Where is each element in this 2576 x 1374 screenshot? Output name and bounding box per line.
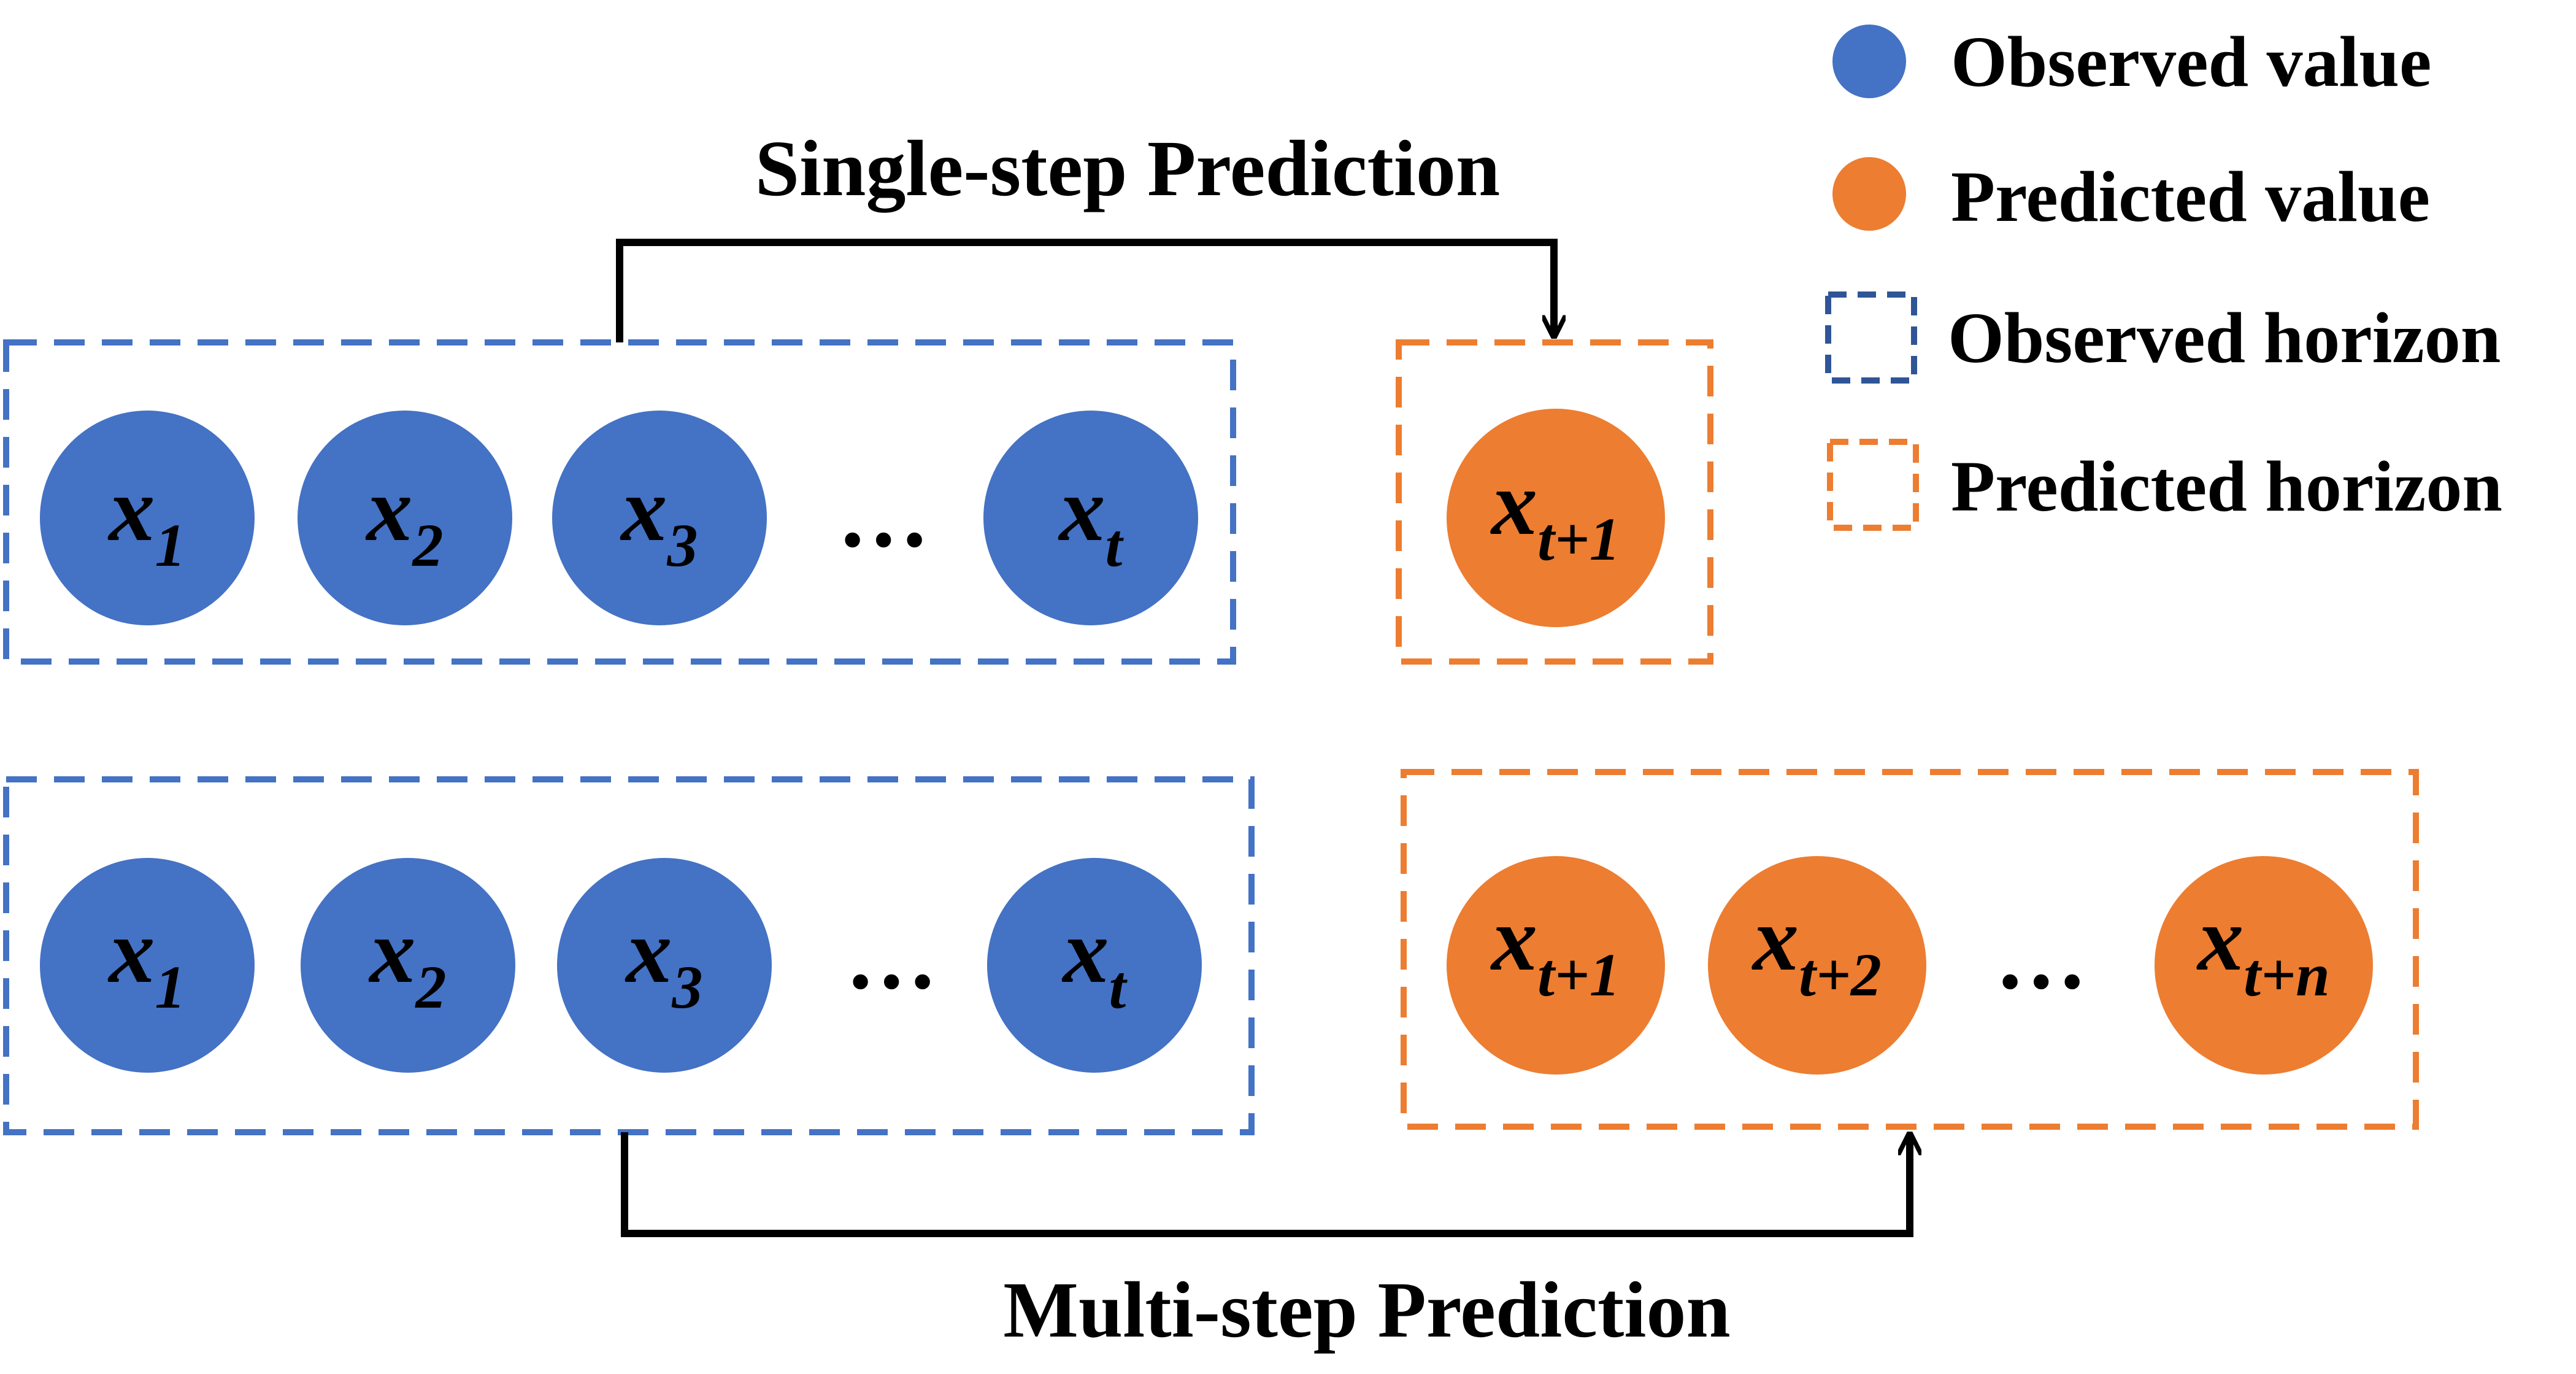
svg-text:x2: x2 (369, 900, 447, 1021)
legend: Observed value Predicted value Observed … (1825, 21, 2502, 531)
observed-node: x1 (40, 858, 255, 1073)
svg-text:x3: x3 (620, 458, 698, 579)
svg-text:x1: x1 (108, 458, 186, 579)
observed-node: xt (983, 411, 1198, 625)
svg-text:x2: x2 (366, 458, 444, 579)
svg-text:xt+1: xt+1 (1490, 452, 1620, 573)
predicted-node: xt+n (2155, 856, 2373, 1075)
predicted-node: xt+1 (1447, 856, 1665, 1075)
observed-node: x2 (301, 858, 515, 1073)
svg-text:Predicted horizon: Predicted horizon (1951, 446, 2502, 527)
predicted-value-swatch (1832, 157, 1906, 231)
predicted-node: xt+1 (1447, 409, 1665, 627)
predicted-horizon-box-single (1396, 339, 1713, 665)
multi-step-arrow (621, 1132, 1910, 1237)
observed-node: x3 (552, 411, 767, 625)
svg-text:xt: xt (1062, 900, 1128, 1021)
predicted-horizon-swatch (1827, 439, 1919, 531)
legend-predicted-horizon: Predicted horizon (1827, 439, 2502, 531)
svg-text:x1: x1 (108, 900, 186, 1021)
legend-observed-horizon: Observed horizon (1825, 291, 2501, 384)
svg-text:Observed value: Observed value (1951, 21, 2431, 102)
legend-observed-value: Observed value (1832, 21, 2431, 102)
svg-text:x3: x3 (625, 900, 703, 1021)
observed-node: x3 (557, 858, 772, 1073)
single-step-predicted-nodes: xt+1 (1447, 409, 1665, 627)
svg-text:xt: xt (1058, 458, 1125, 579)
multi-step-label: Multi-step Prediction (1003, 1266, 1731, 1354)
ellipsis: … (845, 906, 937, 1008)
observed-horizon-box-multi (3, 776, 1255, 1135)
observed-node: xt (987, 858, 1202, 1073)
ellipsis: … (1995, 906, 2087, 1008)
svg-text:Predicted value: Predicted value (1951, 156, 2430, 237)
observed-value-swatch (1832, 25, 1906, 98)
single-step-arrow (616, 239, 1554, 342)
predicted-node: xt+2 (1708, 856, 1926, 1075)
single-step-label: Single-step Prediction (755, 125, 1501, 213)
legend-predicted-value: Predicted value (1832, 156, 2430, 237)
ellipsis: … (837, 465, 929, 566)
single-step-observed-nodes: x1 x2 x3 … xt (40, 411, 1198, 625)
observed-node: x2 (298, 411, 512, 625)
observed-horizon-swatch (1825, 291, 1917, 384)
multi-step-observed-nodes: x1 x2 x3 … xt (40, 858, 1202, 1073)
predicted-horizon-box-multi (1401, 769, 2419, 1130)
svg-text:Observed horizon: Observed horizon (1948, 298, 2501, 378)
observed-horizon-box-single (3, 339, 1236, 665)
svg-text:xt+2: xt+2 (1751, 888, 1882, 1009)
svg-text:xt+n: xt+n (2196, 888, 2329, 1009)
multi-step-predicted-nodes: xt+1 xt+2 … xt+n (1447, 856, 2373, 1075)
observed-node: x1 (40, 411, 255, 625)
svg-text:xt+1: xt+1 (1490, 888, 1620, 1009)
